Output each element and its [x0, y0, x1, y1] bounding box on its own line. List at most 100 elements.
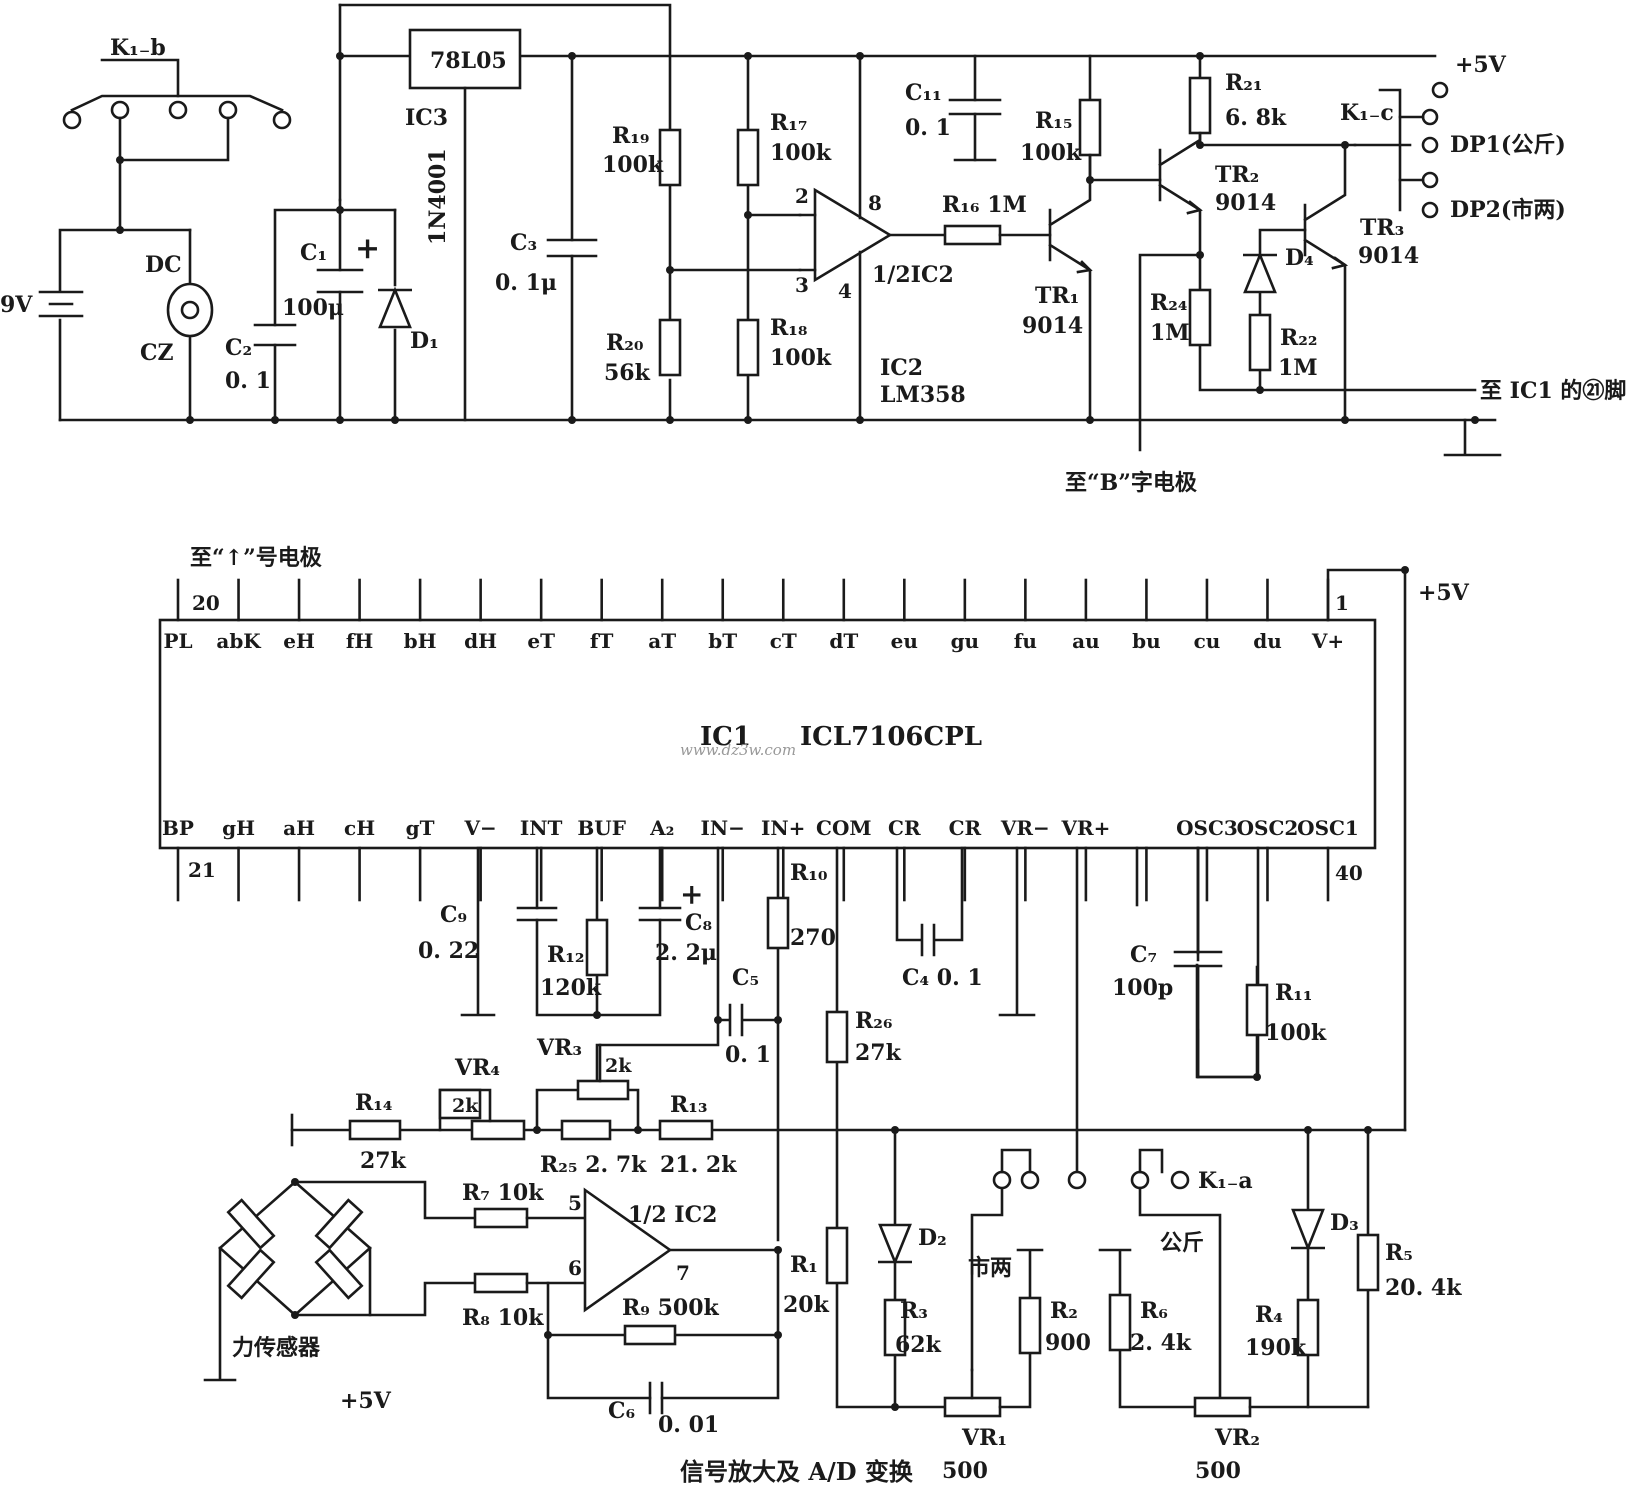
c1-plus: + [355, 231, 380, 266]
ic1-bottom-pin-label: OSC3 [1176, 816, 1238, 840]
dc-jack-cz: DC CZ [140, 228, 214, 422]
cz-label: CZ [140, 340, 174, 366]
ic1-vplus-label: +5V [1418, 580, 1470, 606]
pin5-label: 5 [568, 1191, 582, 1215]
vr1-label: VR₁ [961, 1425, 1007, 1451]
pin4-label: 4 [838, 279, 852, 303]
gongjin-label: 公斤 [1160, 1230, 1204, 1256]
force-sensor-bridge: 力传感器 +5V [203, 1178, 477, 1414]
ic1-top-pin-label: cT [770, 629, 797, 653]
ic1-bottom-pin-label: IN− [701, 816, 745, 840]
dc-label: DC [145, 252, 182, 278]
pin6-label: 6 [568, 1256, 582, 1280]
opamp2-label: 1/2 IC2 [628, 1202, 717, 1228]
d4-label: D₄ [1285, 245, 1314, 271]
top-junction-dots [116, 52, 1479, 424]
c3-label: C₃ [510, 230, 537, 256]
r26-value: 27k [855, 1040, 902, 1066]
r11-value: 100k [1265, 1020, 1327, 1046]
tr3-value: 9014 [1358, 243, 1419, 269]
to-ic1-pin21: 至 IC1 的㉑脚 [1480, 378, 1626, 404]
d3-label: D₃ [1330, 1210, 1359, 1236]
c7-value: 100p [1112, 975, 1173, 1001]
ic1-top-pin-label: dT [829, 629, 858, 653]
tr1-value: 9014 [1022, 313, 1083, 339]
ic1-bottom-pin-label: CR [949, 816, 982, 840]
vr4-label: VR₄ [454, 1055, 500, 1081]
r15-label: R₁₅ [1035, 108, 1073, 134]
r9-label: R₉ 500k [622, 1295, 720, 1321]
r12-value: 120k [540, 975, 602, 1001]
ic1-bottom-pin-label: VR+ [1060, 816, 1110, 840]
r5-value: 20. 4k [1385, 1275, 1462, 1301]
dp2-label: DP2(市两) [1450, 197, 1566, 223]
pin20-label: 20 [192, 591, 220, 615]
vr1-value: 500 [942, 1458, 988, 1484]
c2-label: C₂ [225, 335, 252, 361]
ic1-bottom-pin-label: A₂ [649, 816, 674, 840]
r24-label: R₂₄ [1150, 290, 1188, 316]
r5-label: R₅ [1385, 1240, 1413, 1266]
sensor-vplus-label: +5V [340, 1388, 392, 1414]
r17-value: 100k [770, 140, 832, 166]
opamp-label: 1/2IC2 [872, 262, 954, 288]
comparator-opamp [813, 187, 893, 283]
pin7-label: 7 [676, 1261, 690, 1285]
ic1-body [158, 618, 1377, 850]
r10-label: R₁₀ [790, 860, 828, 886]
tr3-label: TR₃ [1360, 215, 1404, 241]
c3-value: 0. 1μ [495, 270, 557, 296]
ic1-bottom-pin-label: COM [816, 816, 871, 840]
ic1-top-pin-label: du [1253, 629, 1282, 653]
tr2-value: 9014 [1215, 190, 1276, 216]
c5-value: 0. 1 [725, 1042, 771, 1068]
r6-value: 2. 4k [1130, 1330, 1192, 1356]
pin40-label: 40 [1335, 861, 1363, 885]
ic1-top-pin-label: cu [1194, 629, 1221, 653]
c11-label: C₁₁ [905, 80, 942, 106]
r20-label: R₂₀ [606, 330, 644, 356]
shiliang-label: 市两 [968, 1255, 1012, 1281]
r7-label: R₇ 10k [462, 1180, 544, 1206]
r19-value: 100k [602, 152, 664, 178]
ic1-bottom-pin-label: BUF [577, 816, 626, 840]
r10-value: 270 [790, 925, 836, 951]
vr4-value: 2k [452, 1095, 479, 1117]
ic1-top-pin-label: PL [163, 629, 192, 653]
c2-value: 0. 1 [225, 368, 271, 394]
pin3-label: 3 [795, 273, 809, 297]
amplifier-opamp [583, 1187, 673, 1313]
r2-value: 900 [1045, 1330, 1091, 1356]
ic1-top-pin-label: fT [590, 629, 614, 653]
c1-value: 100μ [282, 295, 344, 321]
watermark: www.dz3w.com [680, 741, 796, 759]
ic1-name: IC1 [700, 722, 751, 752]
k1b-label: K₁₋b [110, 35, 166, 61]
dp1-label: DP1(公斤) [1450, 132, 1566, 158]
r14-label: R₁₄ [355, 1090, 393, 1116]
r13-label: R₁₃ [670, 1092, 708, 1118]
ic1-top-pin-label: fu [1014, 629, 1037, 653]
to-arrow-electrode: 至“↑”号电极 [190, 545, 323, 571]
vr2-label: VR₂ [1214, 1425, 1260, 1451]
k1c-label: K₁₋c [1340, 100, 1394, 126]
c5-label: C₅ [732, 965, 759, 991]
r2-label: R₂ [1050, 1298, 1078, 1324]
ic1-top-pin-label: gu [951, 629, 980, 653]
ic1-adc-chip: IC1 ICL7106CPL www.dz3w.com 至“↑”号电极 20 1… [158, 545, 1470, 1132]
ic1-top-pin-label: au [1072, 629, 1100, 653]
r22-value: 1M [1278, 355, 1318, 381]
ic1-bottom-pin-label: IN+ [761, 816, 805, 840]
r21-label: R₂₁ [1225, 70, 1263, 96]
vr3-value: 2k [605, 1055, 632, 1077]
ic1-part: ICL7106CPL [800, 722, 982, 752]
c6-value: 0. 01 [658, 1412, 719, 1438]
ic1-bottom-pin-label: gT [406, 816, 435, 840]
r18-label: R₁₈ [770, 315, 808, 341]
pin1-label: 1 [1335, 591, 1349, 615]
sensor-label: 力传感器 [232, 1335, 321, 1361]
r25-label: R₂₅ 2. 7k [540, 1152, 647, 1178]
ic1-bottom-pin-label: gH [222, 816, 255, 840]
